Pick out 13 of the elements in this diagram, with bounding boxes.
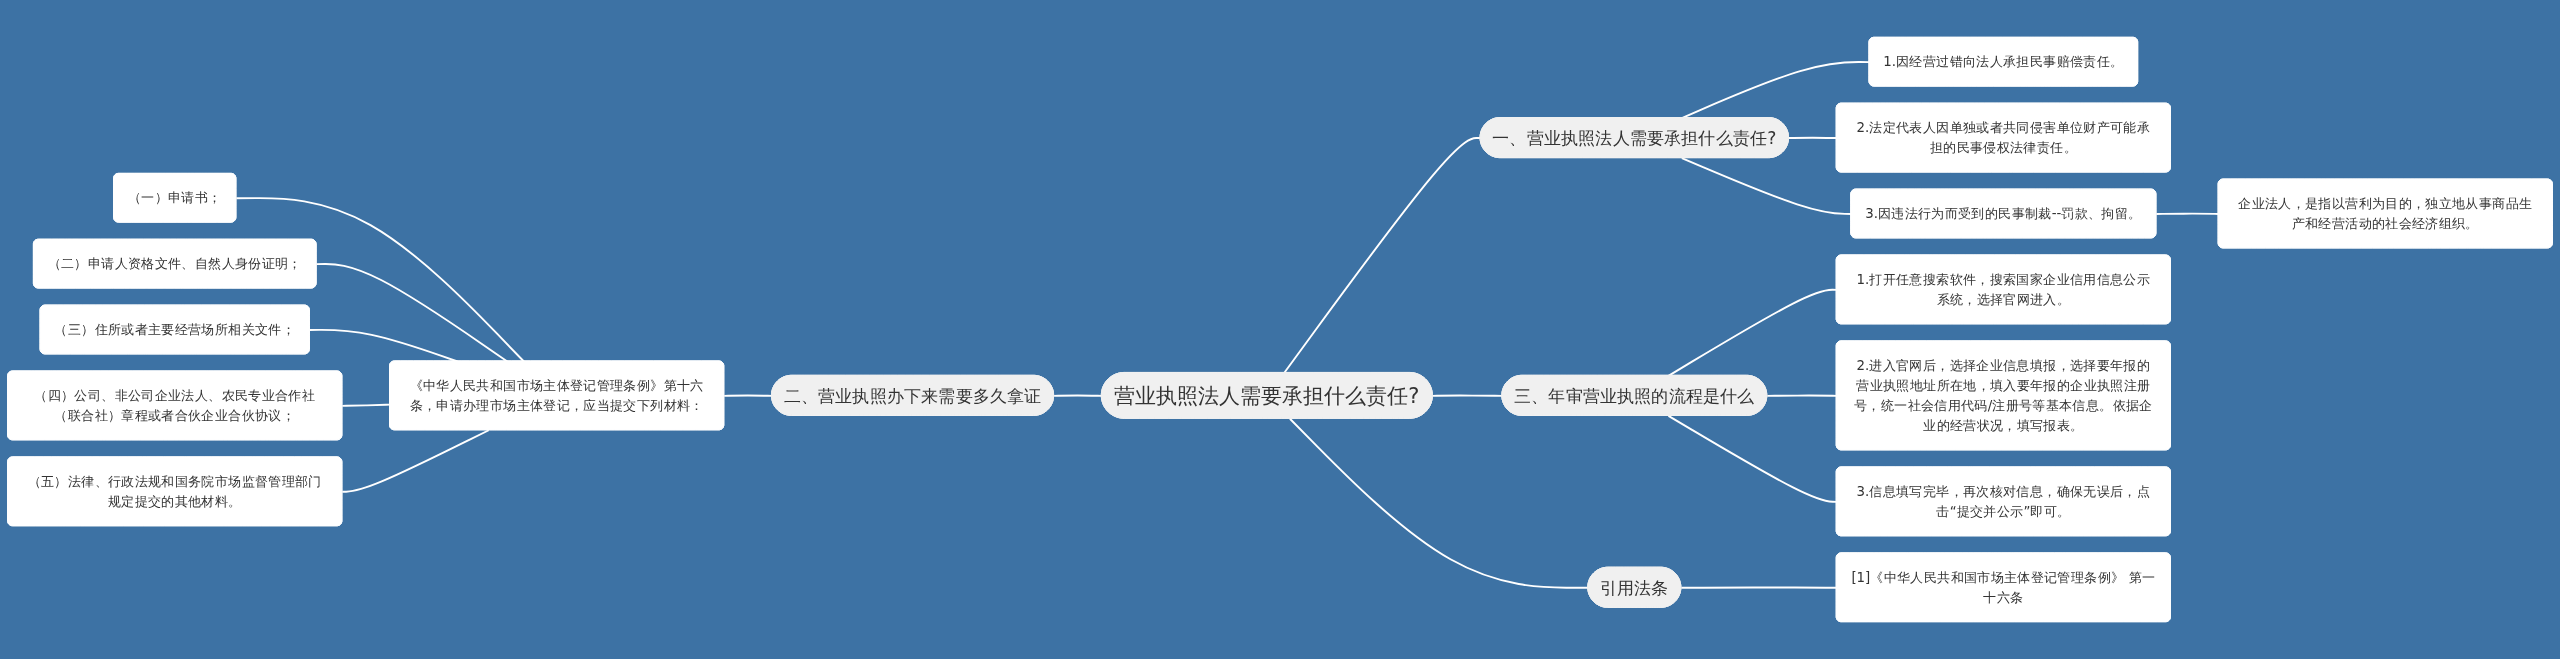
connector [1053,394,1103,397]
connector [1667,414,1838,503]
connector [1680,586,1838,589]
connector [1667,288,1838,377]
connector [1788,136,1838,139]
connector [1283,137,1482,374]
connector [1766,394,1838,397]
connector [723,394,773,397]
connector [341,403,391,407]
connector [2155,212,2220,215]
connector [341,429,490,493]
connector [315,263,509,363]
connector [235,197,525,363]
